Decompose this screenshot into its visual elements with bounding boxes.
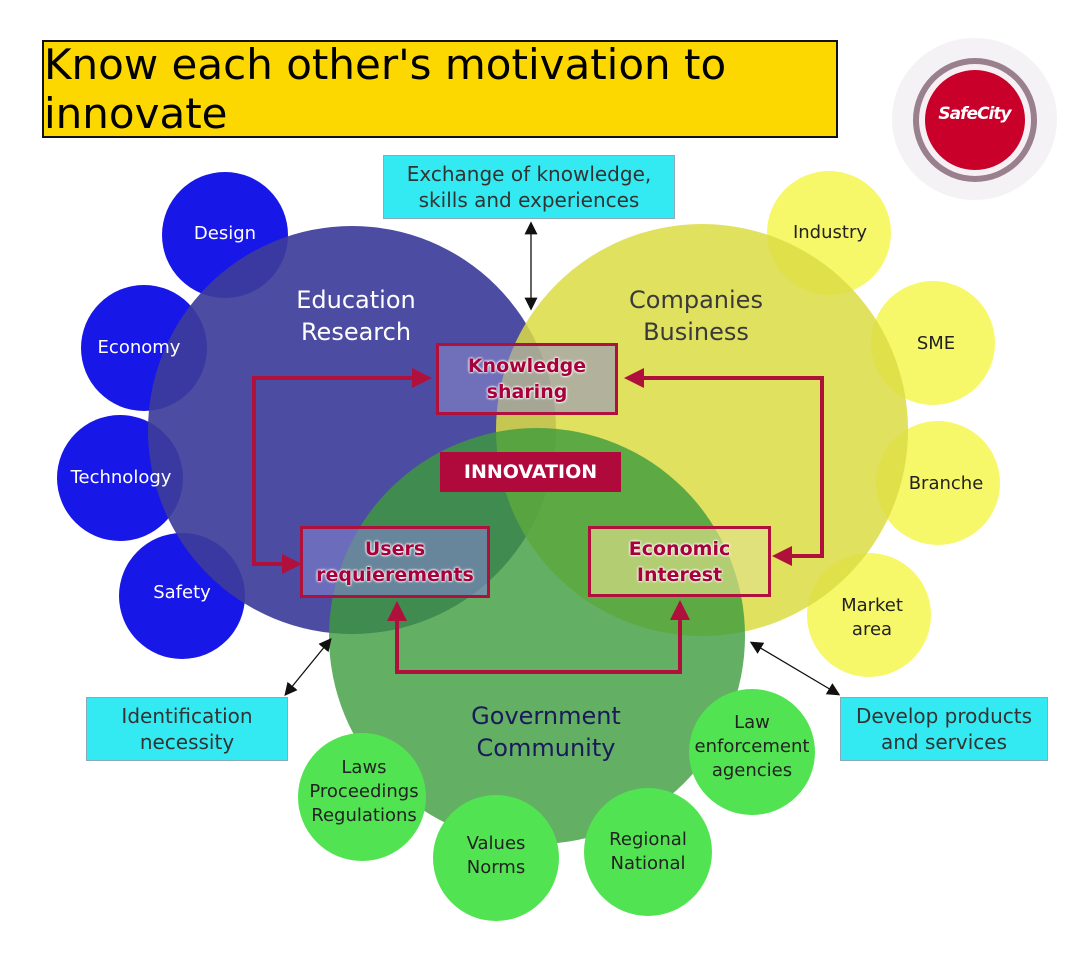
safecity-logo: SafeCity — [892, 38, 1057, 200]
economic-interest-box: Economic Interest — [588, 526, 771, 597]
bubble-industry-label: Industry — [792, 222, 868, 243]
bubble-values-label: Values Norms — [466, 833, 526, 878]
bubble-safety-label: Safety — [153, 582, 211, 603]
bubble-sme — [871, 281, 995, 405]
callout-identification: Identification necessity — [86, 697, 288, 761]
bubble-technology-label: Technology — [70, 467, 172, 488]
bubble-branche — [876, 421, 1000, 545]
bubble-law-enforcement — [689, 689, 815, 815]
bubble-sme-label: SME — [916, 333, 956, 354]
connector-arrows — [252, 368, 824, 674]
bubble-regional — [584, 788, 712, 916]
bubble-law-enforcement-label: Law enforcement agencies — [694, 712, 810, 781]
bubble-economy-label: Economy — [97, 337, 181, 358]
bubble-branche-label: Branche — [908, 473, 984, 494]
innovation-label: INNOVATION — [440, 452, 621, 492]
callout-exchange: Exchange of knowledge, skills and experi… — [383, 155, 675, 219]
sector-education-label: Education Research — [296, 286, 416, 346]
bubble-laws-label: Laws Proceedings Regulations — [309, 757, 419, 826]
bubble-values — [433, 795, 559, 921]
callout-develop: Develop products and services — [840, 697, 1048, 761]
logo-text: SafeCity — [938, 104, 1011, 124]
bubble-regional-label: Regional National — [609, 829, 687, 874]
users-requirements-box: Users requierements — [300, 526, 490, 598]
callout-arrows — [284, 221, 841, 697]
title-banner: Know each other's motivation to innovate — [42, 40, 838, 138]
bubble-laws — [298, 733, 426, 861]
knowledge-sharing-box: Knowledge sharing — [436, 343, 618, 415]
bubble-design-label: Design — [193, 223, 257, 244]
sector-companies-label: Companies Business — [629, 286, 763, 346]
page-title: Know each other's motivation to innovate — [44, 40, 727, 138]
sector-government-label: Government Community — [471, 702, 621, 762]
bubble-market-label: Market area — [841, 595, 903, 640]
